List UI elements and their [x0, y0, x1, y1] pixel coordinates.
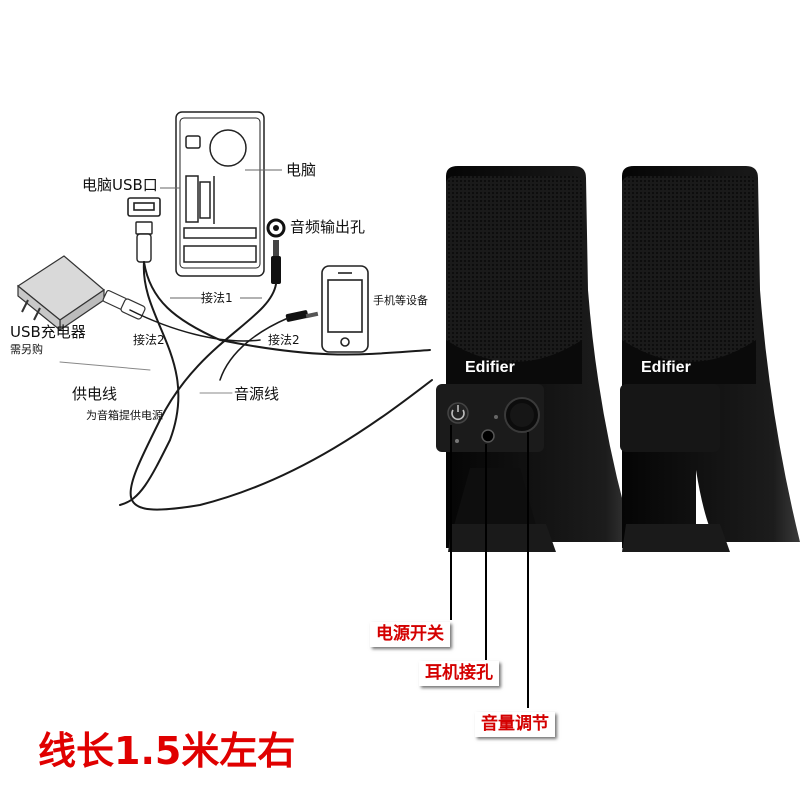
usb-port-icon — [127, 197, 161, 217]
right-speaker-brand: Edifier — [641, 359, 691, 376]
headphone-jack-icon[interactable] — [481, 415, 498, 443]
phone-icon — [321, 265, 369, 353]
phone-audio-plug-icon — [285, 310, 319, 322]
audio-jack-icon — [266, 218, 286, 238]
label-method-1: 接法1 — [201, 291, 233, 305]
charger-usb-plug-icon — [102, 289, 146, 320]
label-power-cable-description: 为音箱提供电源 — [86, 409, 163, 422]
label-method-2-right: 接法2 — [268, 333, 300, 347]
usb-charger-icon — [16, 255, 105, 332]
label-audio-output-jack: 音频输出孔 — [290, 218, 366, 236]
leader-lines — [160, 169, 282, 299]
label-audio-cable: 音源线 — [234, 385, 280, 403]
computer-tower — [175, 111, 265, 277]
usb-plug-icon — [135, 221, 153, 263]
audio-plug-icon — [271, 240, 281, 284]
power-button-icon[interactable] — [447, 402, 469, 424]
label-computer-usb-port: 电脑USB口 — [82, 176, 158, 194]
volume-knob-icon[interactable] — [504, 397, 540, 433]
callout-lines — [450, 425, 529, 708]
label-sold-separately: 需另购 — [10, 343, 43, 356]
cable-length-text: 线长1.5米左右 — [38, 729, 296, 773]
label-method-2-left: 接法2 — [133, 333, 165, 347]
callout-volume-knob: 音量调节 — [475, 712, 555, 737]
callout-power-switch: 电源开关 — [370, 622, 450, 647]
label-usb-charger: USB充电器 — [10, 323, 86, 341]
label-power-cable: 供电线 — [72, 385, 118, 403]
callout-headphone-jack: 耳机接孔 — [419, 661, 499, 686]
left-speaker-brand: Edifier — [465, 359, 515, 376]
right-speaker — [620, 166, 800, 552]
cables — [59, 261, 433, 511]
power-led — [455, 439, 459, 443]
label-phone-devices: 手机等设备 — [373, 294, 428, 307]
label-computer: 电脑 — [286, 161, 317, 179]
